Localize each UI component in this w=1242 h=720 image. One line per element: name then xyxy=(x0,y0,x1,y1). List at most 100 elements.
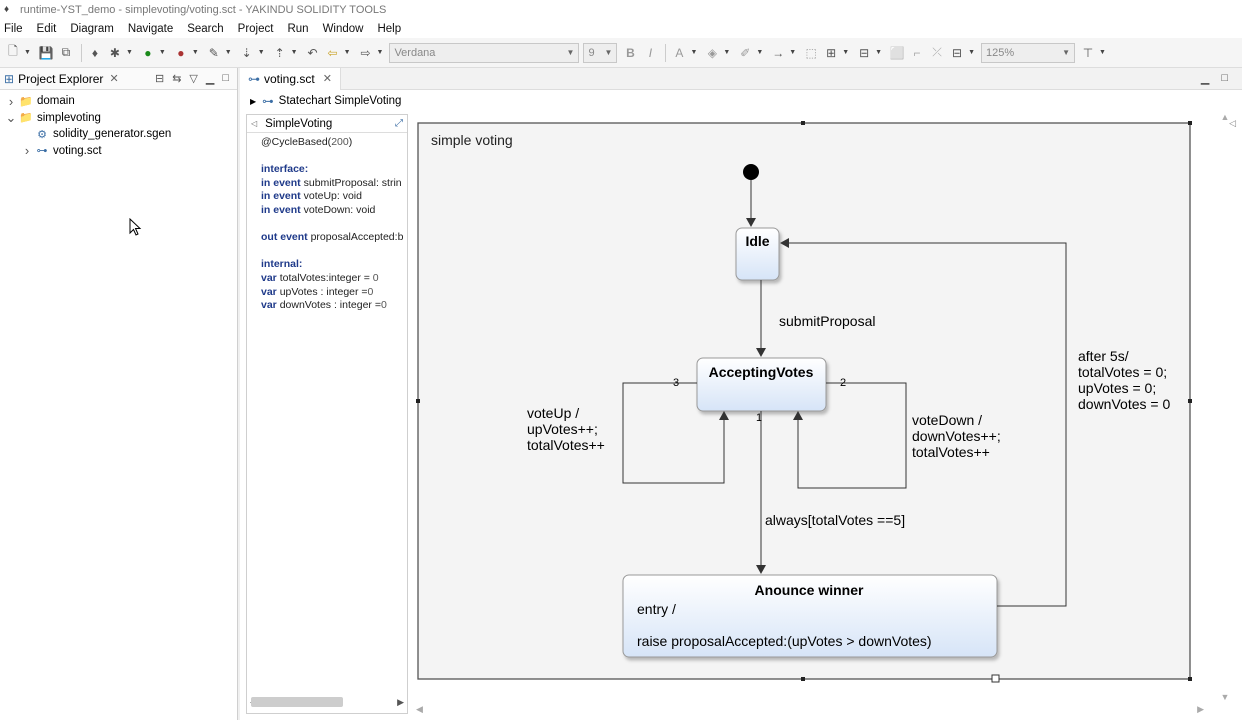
auto-size-icon[interactable]: ⬜ xyxy=(889,45,905,60)
external-tools-dropdown-icon[interactable]: ▼ xyxy=(191,49,199,56)
menu-edit[interactable]: Edit xyxy=(36,23,57,35)
font-color-icon[interactable]: A xyxy=(675,45,684,60)
collapse-icon[interactable]: ◁ xyxy=(251,119,258,128)
run-icon[interactable]: ● xyxy=(144,45,152,60)
canvas-hscrollbar[interactable]: ◀ ▶ xyxy=(410,702,1210,716)
arrange-dropdown-icon[interactable]: ▼ xyxy=(842,49,850,56)
scroll-left-icon[interactable]: ◀ xyxy=(416,703,423,714)
close-icon[interactable]: ✕ xyxy=(322,73,332,85)
forward-icon[interactable]: ⇨ xyxy=(360,45,371,60)
external-tools-icon[interactable]: ● xyxy=(177,45,185,60)
route-icon[interactable]: ⌐ xyxy=(913,45,921,60)
tree-item[interactable]: ›⊶voting.sct xyxy=(0,143,237,160)
line-color-icon[interactable]: ✐ xyxy=(740,45,751,60)
chevron-down-icon[interactable]: ⌄ xyxy=(5,109,17,125)
pen-icon[interactable]: ✎ xyxy=(208,45,219,60)
forward-dropdown-icon[interactable]: ▼ xyxy=(376,49,384,56)
canvas-vscrollbar[interactable]: ▲ ▼ xyxy=(1216,112,1234,702)
align-dropdown-icon[interactable]: ▼ xyxy=(875,49,883,56)
definition-token: interface: xyxy=(261,163,309,176)
back-icon[interactable]: ⇦ xyxy=(327,45,338,60)
definition-hscrollbar[interactable]: ◀ ▶ xyxy=(246,694,408,710)
pen-dropdown-icon[interactable]: ▼ xyxy=(224,49,232,56)
minimize-icon[interactable]: ▁ xyxy=(1200,73,1210,85)
run-dropdown-icon[interactable]: ▼ xyxy=(158,49,166,56)
expand-arrow-icon[interactable]: ▶ xyxy=(250,96,257,106)
menu-run[interactable]: Run xyxy=(287,23,309,35)
state-idle[interactable] xyxy=(735,227,780,281)
chevron-right-icon[interactable]: › xyxy=(8,93,14,109)
transition-vote-down[interactable] xyxy=(793,382,907,489)
prev-annotation-icon[interactable]: ⇡ xyxy=(274,45,285,60)
scroll-thumb[interactable] xyxy=(251,697,343,707)
palette-toggle-icon[interactable]: ◁ xyxy=(1229,118,1236,128)
diagram-canvas[interactable]: simple voting Idle submitProposal Accept… xyxy=(410,112,1234,716)
zoom-value: 125% xyxy=(986,46,1015,59)
last-edit-icon[interactable]: ↶ xyxy=(307,45,318,60)
resize-handle[interactable] xyxy=(991,674,1000,683)
maximize-icon[interactable]: □ xyxy=(222,72,229,84)
definition-line xyxy=(261,218,407,232)
perspective-dropdown-icon[interactable]: ▼ xyxy=(1099,49,1106,56)
project-explorer-tab[interactable]: ⊞ Project Explorer ✕ ⊟ ⇆ ▽ ▁ □ xyxy=(0,68,237,90)
collapse-all-icon[interactable]: ⊟ xyxy=(154,73,165,85)
line-style-dropdown-icon[interactable]: ▼ xyxy=(789,49,797,56)
breadcrumb-label[interactable]: Statechart SimpleVoting xyxy=(278,95,402,107)
menu-project[interactable]: Project xyxy=(237,23,274,35)
new-dropdown-icon[interactable]: ▼ xyxy=(24,49,31,56)
font-size-select[interactable]: 9▼ xyxy=(583,42,618,63)
definition-text[interactable]: @CycleBased(200)interface:in event submi… xyxy=(247,133,407,313)
tree-item[interactable]: ⌄📁simplevoting xyxy=(0,110,237,127)
pin-icon[interactable]: ⤢ xyxy=(395,118,403,129)
fill-color-dropdown-icon[interactable]: ▼ xyxy=(723,49,731,56)
tree-item[interactable]: ›📁domain xyxy=(0,93,237,110)
distribute-icon[interactable]: ⊟ xyxy=(952,45,963,60)
new-icon[interactable]: 🗋 xyxy=(8,44,18,58)
editor-tab-voting-sct[interactable]: ⊶ voting.sct ✕ xyxy=(240,67,341,90)
tree-item[interactable]: ⚙solidity_generator.sgen xyxy=(0,126,237,143)
distribute-dropdown-icon[interactable]: ▼ xyxy=(968,49,975,56)
arrange-icon[interactable]: ⊞ xyxy=(826,45,837,60)
save-icon[interactable]: 💾 xyxy=(38,45,54,60)
menu-file[interactable]: File xyxy=(4,23,23,35)
font-family-select[interactable]: Verdana▼ xyxy=(389,42,580,63)
transition-after-5s[interactable] xyxy=(780,238,1067,607)
minimize-icon[interactable]: ▁ xyxy=(205,73,215,85)
initial-state[interactable] xyxy=(743,164,759,180)
zoom-select[interactable]: 125%▼ xyxy=(981,42,1075,63)
line-style-icon[interactable]: → xyxy=(772,45,785,60)
scroll-right-icon[interactable]: ▶ xyxy=(1197,703,1204,714)
scroll-down-icon[interactable]: ▼ xyxy=(1220,692,1230,702)
chevron-right-icon[interactable]: › xyxy=(24,143,30,159)
menu-diagram[interactable]: Diagram xyxy=(70,23,114,35)
maximize-icon[interactable]: □ xyxy=(1221,72,1228,84)
view-menu-icon[interactable]: ▽ xyxy=(189,73,198,85)
perspective-icon[interactable]: ⊤ xyxy=(1082,45,1094,60)
close-icon[interactable]: ✕ xyxy=(109,73,119,85)
scroll-up-icon[interactable]: ▲ xyxy=(1220,112,1230,122)
font-color-dropdown-icon[interactable]: ▼ xyxy=(690,49,698,56)
menu-search[interactable]: Search xyxy=(187,23,224,35)
transition-vote-up[interactable] xyxy=(622,382,729,484)
back-dropdown-icon[interactable]: ▼ xyxy=(343,49,351,56)
italic-icon[interactable]: I xyxy=(648,45,653,60)
fill-color-icon[interactable]: ◈ xyxy=(707,45,717,60)
save-all-icon[interactable]: ⧉ xyxy=(61,45,71,59)
select-all-icon[interactable]: ⬚ xyxy=(805,45,817,60)
prev-annotation-dropdown-icon[interactable]: ▼ xyxy=(290,49,298,56)
line-color-dropdown-icon[interactable]: ▼ xyxy=(756,49,764,56)
link-editor-icon[interactable]: ⇆ xyxy=(172,73,182,85)
scroll-right-icon[interactable]: ▶ xyxy=(397,696,404,707)
reset-route-icon[interactable]: ⤫ xyxy=(932,45,942,59)
pin-icon[interactable]: ♦ xyxy=(91,45,98,60)
align-icon[interactable]: ⊟ xyxy=(859,45,870,60)
state-anounce-winner[interactable] xyxy=(622,574,998,658)
next-annotation-icon[interactable]: ⇣ xyxy=(241,45,252,60)
debug-icon[interactable]: ✱ xyxy=(109,45,120,60)
menu-help[interactable]: Help xyxy=(377,23,402,35)
bold-icon[interactable]: B xyxy=(626,45,635,60)
debug-dropdown-icon[interactable]: ▼ xyxy=(125,49,133,56)
next-annotation-dropdown-icon[interactable]: ▼ xyxy=(257,49,265,56)
menu-navigate[interactable]: Navigate xyxy=(127,23,174,35)
menu-window[interactable]: Window xyxy=(322,23,364,35)
